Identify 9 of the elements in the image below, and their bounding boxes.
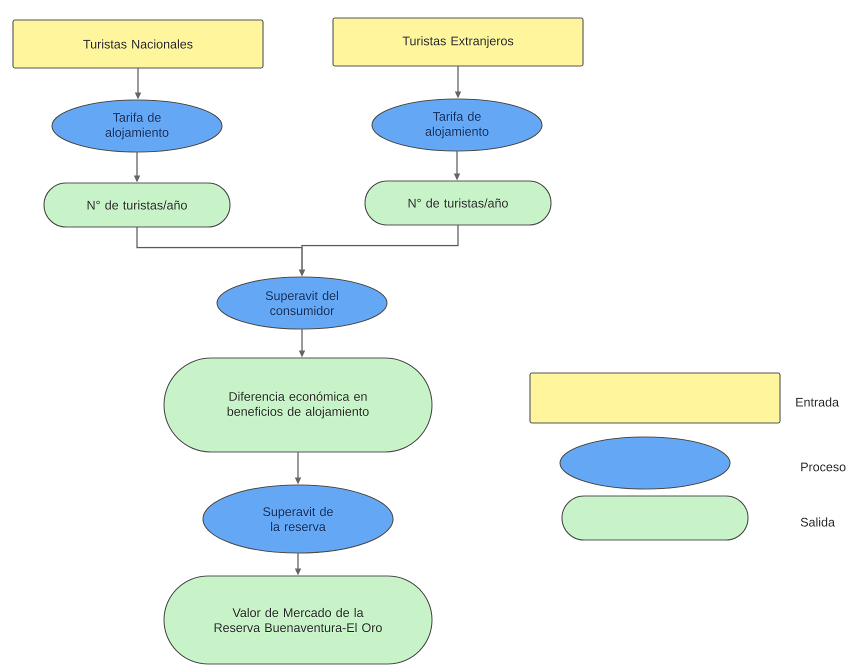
output-terminal: Valor de Mercado de la Reserva Buenaventura-El Oro: [163, 575, 433, 665]
legend-label: Salida: [800, 517, 835, 527]
legend-label: Proceso: [801, 462, 846, 472]
output-terminal: N° de turistas/año: [43, 182, 231, 228]
output-terminal: Diferencia económica en beneficios de alojamiento: [163, 357, 433, 453]
input-box: Turistas Extranjeros: [332, 17, 584, 67]
input-box: Turistas Nacionales: [12, 19, 264, 69]
legend-label: Entrada: [796, 397, 839, 407]
output-terminal: N° de turistas/año: [364, 180, 552, 226]
